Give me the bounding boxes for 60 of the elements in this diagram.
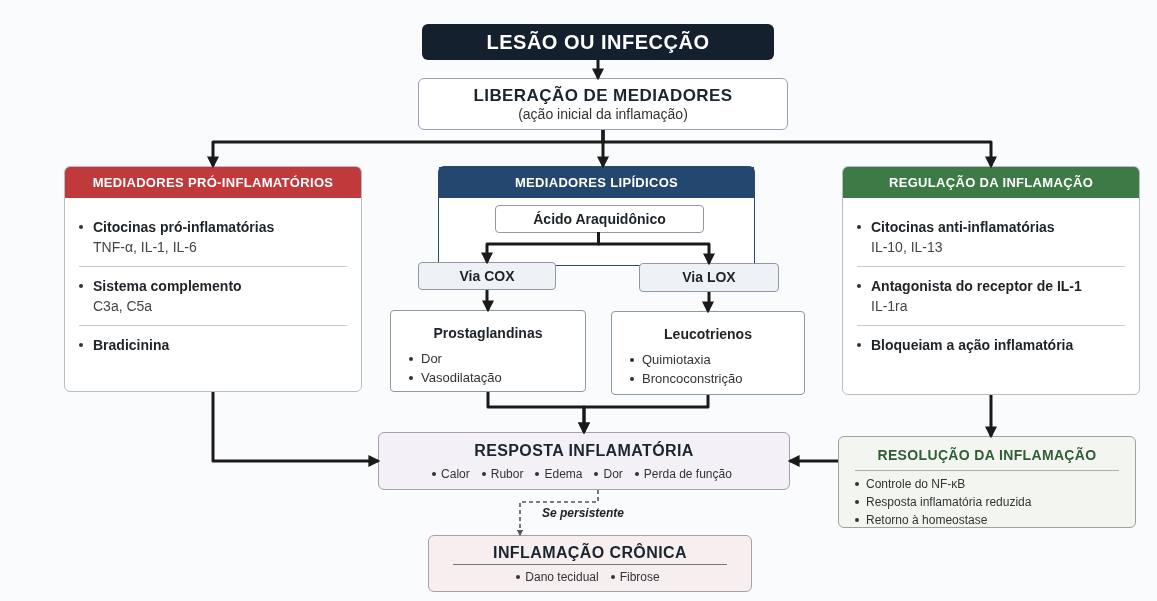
result-box <box>611 311 805 395</box>
bullet-item: Resposta inflamatória reduzida <box>866 494 1032 511</box>
arrow <box>985 395 997 439</box>
bullet-item: Fibrose <box>619 568 660 586</box>
start-box <box>422 24 774 60</box>
bullet-item: Calor <box>441 465 470 483</box>
arrow <box>702 292 714 314</box>
group-panel <box>438 166 755 266</box>
arrow <box>601 130 997 169</box>
bullet-item: Quimiotaxia <box>642 351 711 369</box>
box-title: LIBERAÇÃO DE MEDIADORES <box>473 84 733 106</box>
box-title: Ácido Araquidônico <box>533 209 666 229</box>
arrow <box>211 392 381 467</box>
arrow <box>578 395 710 435</box>
bullet-item: Perda de função <box>643 465 732 483</box>
box-title: Prostaglandinas <box>433 325 543 341</box>
item-title: Bradicinina <box>93 336 170 355</box>
process-box <box>418 78 788 130</box>
box-subtitle: (ação inicial da inflamação) <box>518 105 688 124</box>
outcome-box <box>428 535 752 592</box>
item-detail: IL-1ra <box>871 297 909 316</box>
bullet-item: Rubor <box>490 465 524 483</box>
bullet-item: Broncoconstrição <box>642 370 743 388</box>
panel-title: MEDIADORES PRÓ-INFLAMATÓRIOS <box>92 173 334 192</box>
bullet-item: Vasodilatação <box>421 369 502 387</box>
pathway-box <box>418 262 556 290</box>
item-detail: IL-10, IL-13 <box>871 238 944 257</box>
arrow <box>592 60 604 81</box>
pathway-box <box>639 263 779 292</box>
box-title: RESPOSTA INFLAMATÓRIA <box>474 440 694 461</box>
box-title: INFLAMAÇÃO CRÔNICA <box>453 541 727 565</box>
bullet-item: Dor <box>421 350 442 368</box>
bullet-item: Dor <box>603 465 623 483</box>
dashed-arrow <box>516 489 599 537</box>
box-title: Via LOX <box>682 268 736 287</box>
response-box <box>378 432 790 490</box>
result-box <box>390 310 586 392</box>
process-box <box>495 205 704 233</box>
category-panel <box>64 166 362 392</box>
panel-title: MEDIADORES LIPÍDICOS <box>514 173 679 192</box>
bullet-item: Dano tecidual <box>525 568 599 586</box>
bullet-item: Controle do NF-κB <box>866 476 966 493</box>
panel-title: REGULAÇÃO DA INFLAMAÇÃO <box>888 173 1094 192</box>
box-title: LESÃO OU INFECÇÃO <box>486 30 710 55</box>
item-detail: TNF-α, IL-1, IL-6 <box>93 238 198 257</box>
arrow <box>482 290 494 313</box>
item-detail: C3a, C5a <box>93 297 154 316</box>
item-title: Sistema complemento <box>93 277 242 296</box>
item-title: Bloqueiam a ação inflamatória <box>871 336 1074 355</box>
bullet-item: Edema <box>544 465 583 483</box>
box-title: RESOLUÇÃO DA INFLAMAÇÃO <box>877 447 1097 463</box>
box-title: Via COX <box>459 266 515 286</box>
category-panel <box>842 166 1140 395</box>
resolution-box <box>838 436 1136 528</box>
item-title: Citocinas anti-inflamatórias <box>871 218 1055 237</box>
box-title: Leucotrienos <box>664 326 752 342</box>
arrow <box>787 455 838 467</box>
item-title: Citocinas pró-inflamatórias <box>93 218 275 237</box>
bullet-item: Retorno à homeostase <box>866 512 988 529</box>
item-title: Antagonista do receptor de IL-1 <box>871 277 1082 296</box>
